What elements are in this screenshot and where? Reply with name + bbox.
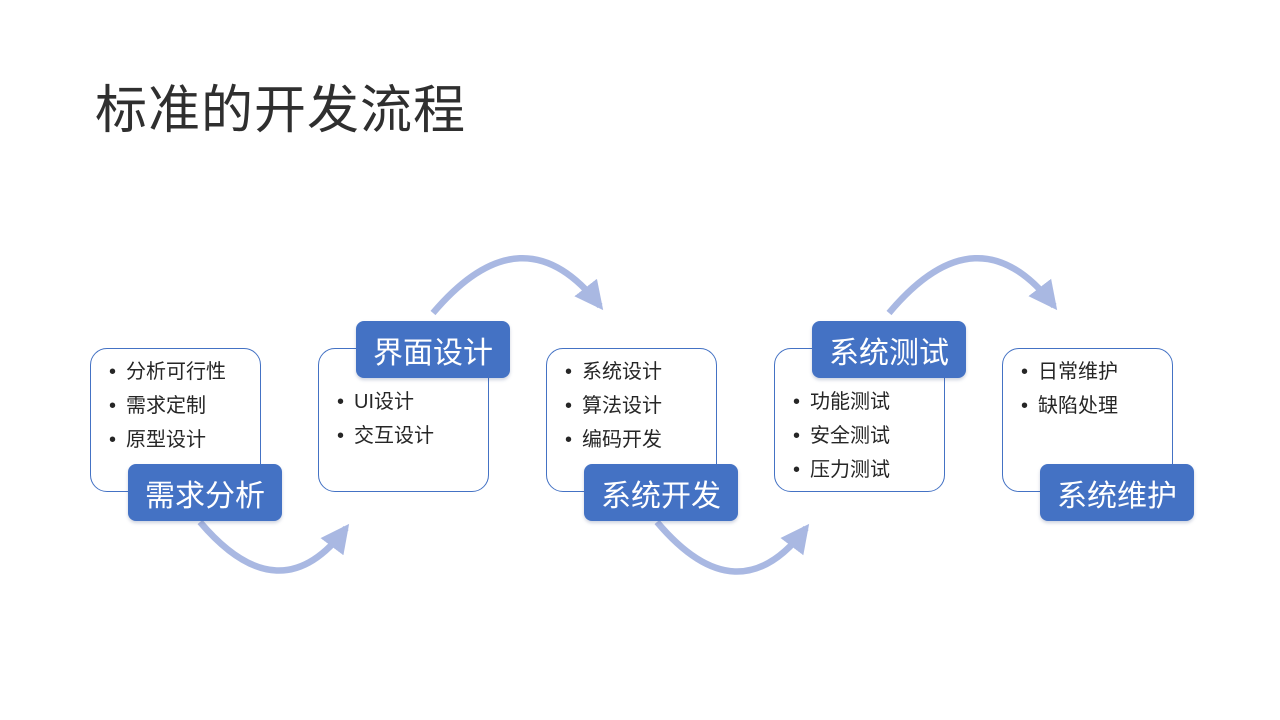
- slide-title: 标准的开发流程: [95, 82, 467, 140]
- process-stage-system-development: 系统设计算法设计编码开发 系统开发: [546, 321, 742, 526]
- stage-bullet-list: 功能测试安全测试压力测试: [775, 385, 944, 487]
- stage-bullet-list: 日常维护缺陷处理: [1003, 355, 1172, 423]
- curved-arrow-3-4-icon: [654, 519, 810, 575]
- stage-bullet-list: 系统设计算法设计编码开发: [547, 355, 716, 457]
- bullet-item: 压力测试: [792, 453, 936, 487]
- bullet-item: 交互设计: [336, 419, 480, 453]
- bullet-item: 日常维护: [1020, 355, 1164, 389]
- process-stage-system-maintenance: 日常维护缺陷处理 系统维护: [1002, 321, 1198, 526]
- curved-arrow-2-3-icon: [430, 255, 604, 316]
- stage-label-system-testing[interactable]: 系统测试: [812, 321, 966, 378]
- stage-bullet-list: 分析可行性需求定制原型设计: [91, 355, 260, 457]
- stage-bullet-list: UI设计交互设计: [319, 385, 488, 453]
- curved-arrow-1-2-icon: [197, 519, 350, 574]
- stage-label-system-maintenance[interactable]: 系统维护: [1040, 464, 1194, 521]
- bullet-item: 需求定制: [108, 389, 252, 423]
- stage-label-interface-design[interactable]: 界面设计: [356, 321, 510, 378]
- process-stage-system-testing: 功能测试安全测试压力测试 系统测试: [774, 321, 970, 526]
- bullet-item: 编码开发: [564, 423, 708, 457]
- process-stage-interface-design: UI设计交互设计 界面设计: [318, 321, 514, 526]
- bullet-item: 原型设计: [108, 423, 252, 457]
- stage-label-requirements-analysis[interactable]: 需求分析: [128, 464, 282, 521]
- bullet-item: 功能测试: [792, 385, 936, 419]
- stage-label-system-development[interactable]: 系统开发: [584, 464, 738, 521]
- bullet-item: 分析可行性: [108, 355, 252, 389]
- bullet-item: UI设计: [336, 385, 480, 419]
- bullet-item: 安全测试: [792, 419, 936, 453]
- curved-arrow-4-5-icon: [886, 255, 1058, 316]
- process-stage-requirements-analysis: 分析可行性需求定制原型设计 需求分析: [90, 321, 286, 526]
- bullet-item: 缺陷处理: [1020, 389, 1164, 423]
- bullet-item: 算法设计: [564, 389, 708, 423]
- bullet-item: 系统设计: [564, 355, 708, 389]
